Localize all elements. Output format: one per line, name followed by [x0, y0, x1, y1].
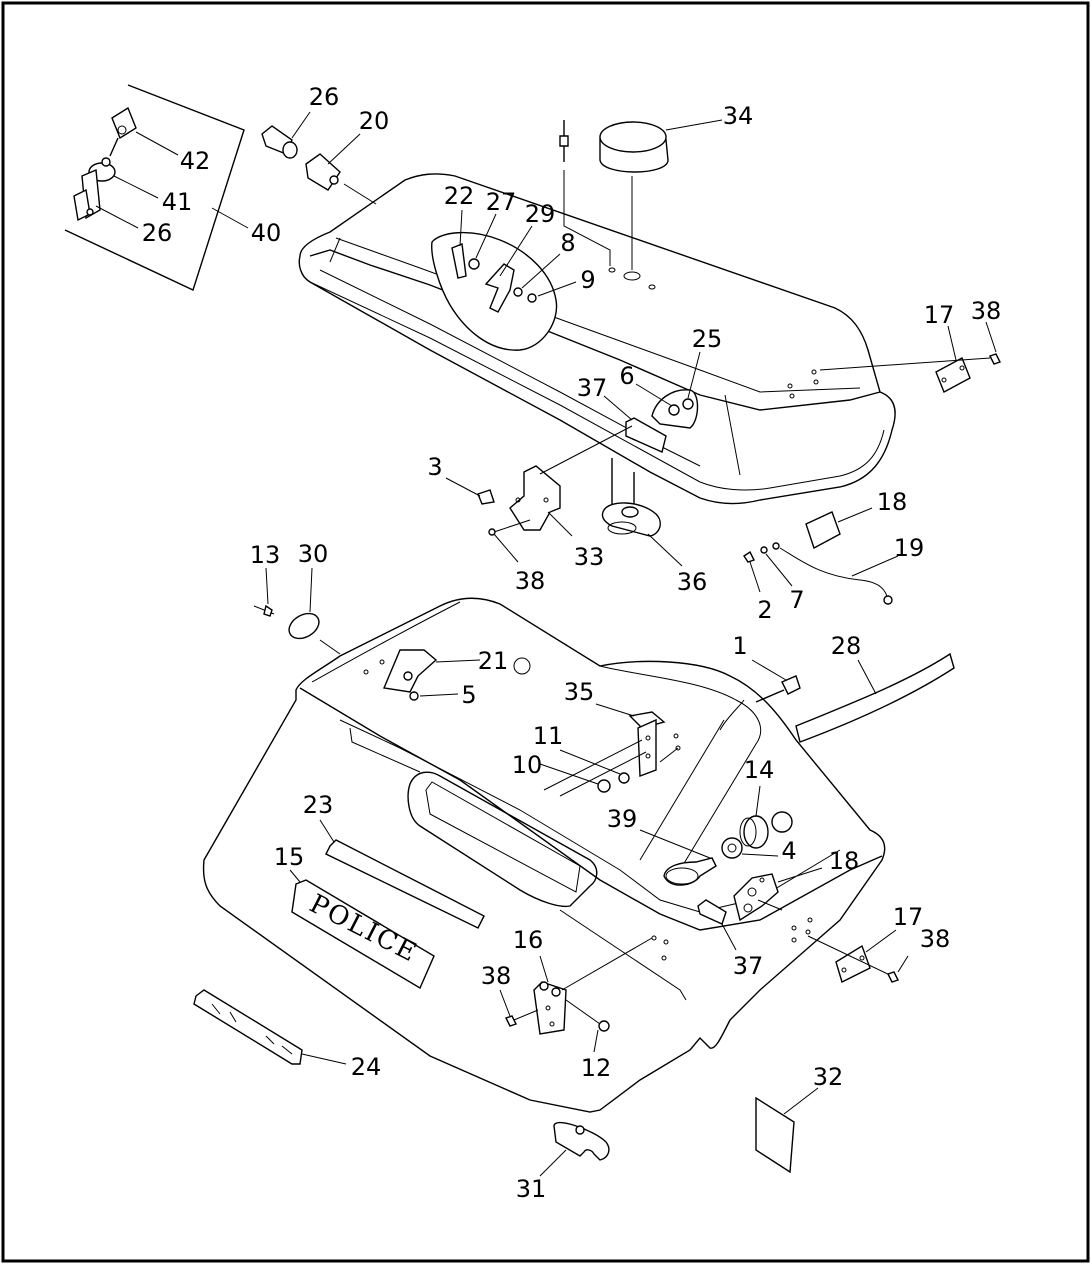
hinge-35-icon	[539, 703, 681, 797]
knob-34-icon	[599, 119, 723, 270]
callout-c1: 1	[732, 632, 747, 660]
callout-c16: 16	[513, 926, 544, 954]
callout-c21: 21	[478, 647, 509, 675]
mount-37-lower-icon	[697, 899, 737, 951]
callout-c25: 25	[692, 325, 723, 353]
callout-c6: 6	[619, 362, 634, 390]
callout-c32: 32	[813, 1063, 844, 1091]
callout-c38a: 38	[971, 297, 1002, 325]
lid-pin-icon	[559, 120, 611, 266]
callout-c22: 22	[444, 182, 475, 210]
callout-c2: 2	[757, 596, 772, 624]
lock-cylinder-icon	[73, 168, 101, 222]
lock-housing-20-icon	[305, 133, 377, 205]
hinge-16-icon	[499, 937, 653, 1053]
callout-c24: 24	[351, 1053, 382, 1081]
callout-c20: 20	[359, 107, 390, 135]
callout-c17b: 17	[893, 903, 924, 931]
callout-c40: 40	[251, 219, 282, 247]
callout-c14: 14	[744, 756, 775, 784]
hinge-plate-25-icon	[603, 351, 701, 453]
callout-c41: 41	[162, 188, 193, 216]
callout-c9: 9	[580, 266, 595, 294]
callout-c15: 15	[274, 843, 305, 871]
bolt-1-icon	[751, 659, 801, 703]
callout-c18b: 18	[829, 847, 860, 875]
latch-39-icon	[639, 829, 717, 886]
callout-c13: 13	[250, 541, 281, 569]
callout-c27: 27	[486, 188, 517, 216]
key-ring-icon	[88, 157, 116, 182]
key-icon	[109, 106, 137, 157]
callout-c31: 31	[516, 1175, 547, 1203]
callout-c34: 34	[723, 102, 754, 130]
callout-c38d: 38	[481, 962, 512, 990]
key-lock-set-group	[64, 84, 249, 291]
bracket-33-icon	[445, 425, 633, 563]
callout-c26a: 26	[142, 219, 173, 247]
callout-c18a: 18	[877, 488, 908, 516]
callout-c30: 30	[298, 540, 329, 568]
lid-latch-plate-icon	[431, 209, 577, 351]
callout-c29: 29	[525, 200, 556, 228]
reflector-strip-24-icon	[193, 989, 347, 1065]
callout-c4: 4	[781, 837, 796, 865]
callout-c33: 33	[574, 543, 605, 571]
decal-strip-23-icon	[319, 819, 485, 929]
plate-17-upper-icon	[819, 321, 1001, 393]
callout-c17a: 17	[924, 301, 955, 329]
callout-c39: 39	[607, 805, 638, 833]
grommet-14-icon	[721, 785, 779, 859]
tour-pack-lid	[298, 173, 896, 505]
callout-c38b: 38	[515, 567, 546, 595]
callout-c42: 42	[180, 147, 211, 175]
light-18-upper-icon	[743, 507, 899, 605]
bracket-21-icon	[383, 649, 481, 701]
plate-17-lower-icon	[807, 929, 909, 983]
light-18-lower-icon	[733, 867, 823, 922]
reflector-30-icon	[253, 567, 341, 655]
callout-c19: 19	[894, 534, 925, 562]
callout-c23: 23	[303, 791, 334, 819]
callout-c37b: 37	[733, 952, 764, 980]
weatherstrip-28-icon	[795, 652, 955, 743]
callout-c3: 3	[427, 453, 442, 481]
callout-c37a: 37	[577, 374, 608, 402]
label-32-icon	[755, 1087, 819, 1174]
clamp-31-icon	[539, 1121, 610, 1177]
callout-c5: 5	[461, 681, 476, 709]
callout-c10: 10	[512, 751, 543, 779]
callout-c11: 11	[533, 722, 564, 750]
striker-36-icon	[601, 458, 683, 567]
callout-c28: 28	[831, 632, 862, 660]
callout-c35: 35	[564, 678, 595, 706]
callout-c7: 7	[789, 586, 804, 614]
lock-cylinder-26-icon	[261, 111, 311, 159]
callout-c26b: 26	[309, 83, 340, 111]
callout-c36: 36	[677, 568, 708, 596]
callout-c38c: 38	[920, 925, 951, 953]
callout-c8: 8	[560, 229, 575, 257]
callout-c12: 12	[581, 1054, 612, 1082]
bolt-3-icon	[445, 477, 495, 505]
